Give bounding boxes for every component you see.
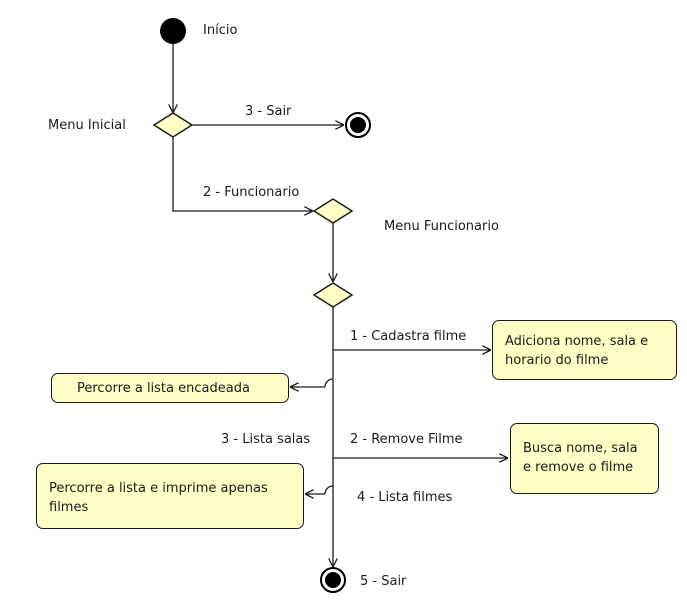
start-label: Início <box>203 23 238 38</box>
exit-main-label: 3 - Sair <box>245 104 292 119</box>
list-rooms-label: 3 - Lista salas <box>221 432 311 447</box>
flow-hop-2 <box>324 485 334 495</box>
employee-menu-decision <box>312 198 354 224</box>
remove-movie-label: 2 - Remove Filme <box>350 432 463 447</box>
main-menu-label: Menu Inicial <box>48 118 126 133</box>
action-add-movie: Adiciona nome, sala e horario do filme <box>492 320 677 380</box>
action-find-remove: Busca nome, sala e remove o filme <box>510 423 659 494</box>
list-movies-label: 4 - Lista filmes <box>357 490 453 505</box>
flow-menu-to-employee <box>172 137 313 211</box>
register-movie-label: 1 - Cadastra filme <box>350 329 467 344</box>
action-print-movies: Percorre a lista e imprime apenas filmes <box>36 463 304 529</box>
employee-menu-label: Menu Funcionario <box>384 219 499 234</box>
employee-option-label: 2 - Funcionario <box>203 185 300 200</box>
action-walk-list: Percorre a lista encadeada <box>51 373 289 403</box>
end-node-main <box>345 112 371 138</box>
start-node <box>160 18 186 44</box>
main-menu-decision <box>152 112 194 138</box>
flow-hop-1 <box>324 378 334 388</box>
exit-employee-label: 5 - Sair <box>360 574 407 589</box>
end-node-employee <box>320 567 346 593</box>
employee-merge-decision <box>312 282 354 308</box>
